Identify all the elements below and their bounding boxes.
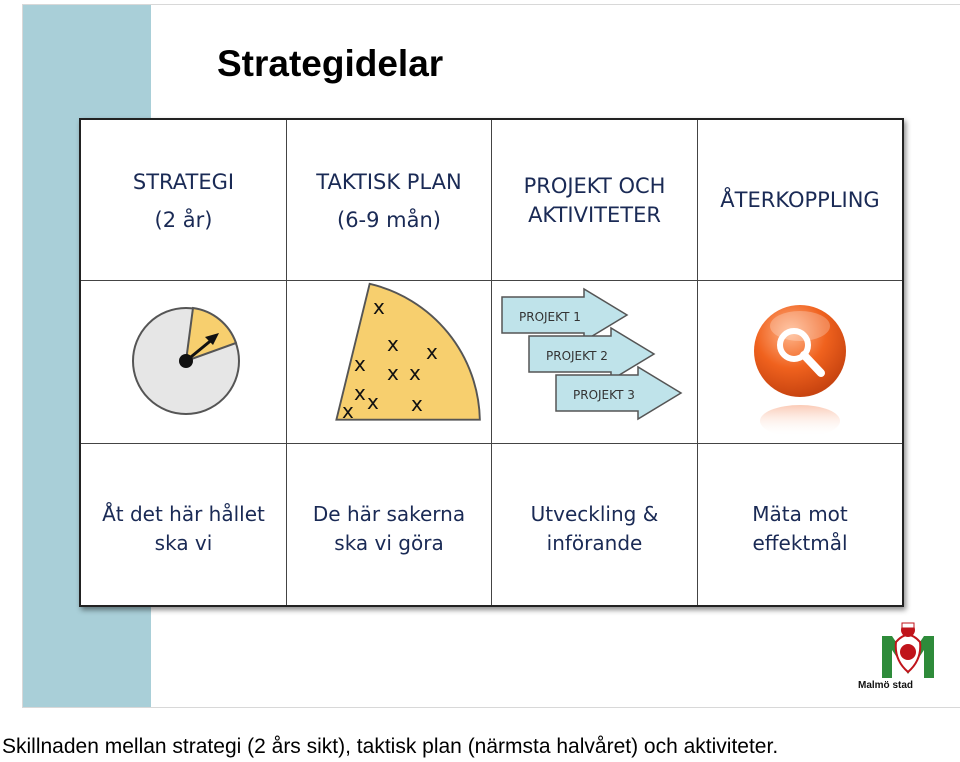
strategy-description-line2: ska vi: [154, 531, 213, 555]
wedge-x-mark: x: [387, 332, 399, 356]
tactical-duration: (6-9 mån): [337, 208, 441, 232]
strategy-description: Åt det här hållet ska vi: [81, 500, 286, 558]
cell-desc-projects: Utveckling & införande: [492, 444, 698, 605]
wedge-x-mark: x: [354, 381, 366, 405]
wedge-x-mark: x: [411, 392, 423, 416]
wedge-x-mark: x: [342, 399, 354, 423]
project-arrows-icon: PROJEKT 1 PROJEKT 2 PROJEKT 3: [501, 287, 683, 421]
projects-heading-line2: AKTIVITETER: [528, 203, 661, 227]
magnifier-orb-icon: [754, 305, 846, 437]
slide-title: Strategidelar: [217, 43, 444, 84]
wedge-x-mark: x: [426, 340, 438, 364]
feedback-description: Mäta mot effektmål: [698, 500, 902, 558]
tactical-description-line2: ska vi göra: [334, 531, 444, 555]
projects-description-line1: Utveckling &: [530, 502, 659, 526]
project-2-label: PROJEKT 2: [546, 349, 608, 363]
strategy-grid: STRATEGI (2 år) TAKTISK PLAN (6-9 mån) P…: [79, 118, 904, 607]
cell-icon-strategy: [81, 281, 287, 444]
project-1-label: PROJEKT 1: [519, 310, 581, 324]
cell-head-strategy: STRATEGI (2 år): [81, 120, 287, 281]
cell-icon-tactical: x x x x x x x x x x: [287, 281, 492, 444]
cell-head-projects: PROJEKT OCH AKTIVITETER: [492, 120, 698, 281]
tactical-heading: TAKTISK PLAN: [316, 170, 462, 194]
tactical-description: De här sakerna ska vi göra: [287, 500, 491, 558]
malmo-stad-logo-caption: Malmö stad: [858, 680, 914, 691]
pie-strategy-icon: [132, 306, 240, 415]
cell-icon-feedback: [698, 281, 902, 444]
wedge-x-mark: x: [387, 361, 399, 385]
cell-head-feedback: ÅTERKOPPLING: [698, 120, 902, 281]
feedback-description-line1: Mäta mot: [752, 502, 848, 526]
cell-icon-projects: PROJEKT 1 PROJEKT 2 PROJEKT 3: [492, 281, 698, 444]
feedback-heading: ÅTERKOPPLING: [720, 188, 880, 212]
wedge-x-mark: x: [354, 352, 366, 376]
wedge-x-mark: x: [367, 390, 379, 414]
tactical-description-line1: De här sakerna: [312, 502, 466, 526]
projects-description-line2: införande: [546, 531, 643, 555]
task-wedge-icon: x x x x x x x x x x: [335, 282, 481, 423]
strategy-description-line1: Åt det här hållet: [102, 502, 265, 526]
wedge-x-mark: x: [373, 295, 385, 319]
cell-desc-feedback: Mäta mot effektmål: [698, 444, 902, 605]
wedge-x-mark: x: [409, 361, 421, 385]
strategy-duration: (2 år): [154, 208, 213, 232]
malmo-stad-logo: [882, 622, 934, 678]
figure-caption: Skillnaden mellan strategi (2 års sikt),…: [2, 735, 779, 758]
feedback-description-line2: effektmål: [752, 531, 848, 555]
project-3-label: PROJEKT 3: [573, 388, 635, 402]
projects-heading-line1: PROJEKT OCH: [523, 174, 666, 198]
cell-desc-strategy: Åt det här hållet ska vi: [81, 444, 287, 605]
cell-head-tactical: TAKTISK PLAN (6-9 mån): [287, 120, 492, 281]
cell-desc-tactical: De här sakerna ska vi göra: [287, 444, 492, 605]
projects-description: Utveckling & införande: [492, 500, 697, 558]
strategy-heading: STRATEGI: [132, 170, 235, 194]
